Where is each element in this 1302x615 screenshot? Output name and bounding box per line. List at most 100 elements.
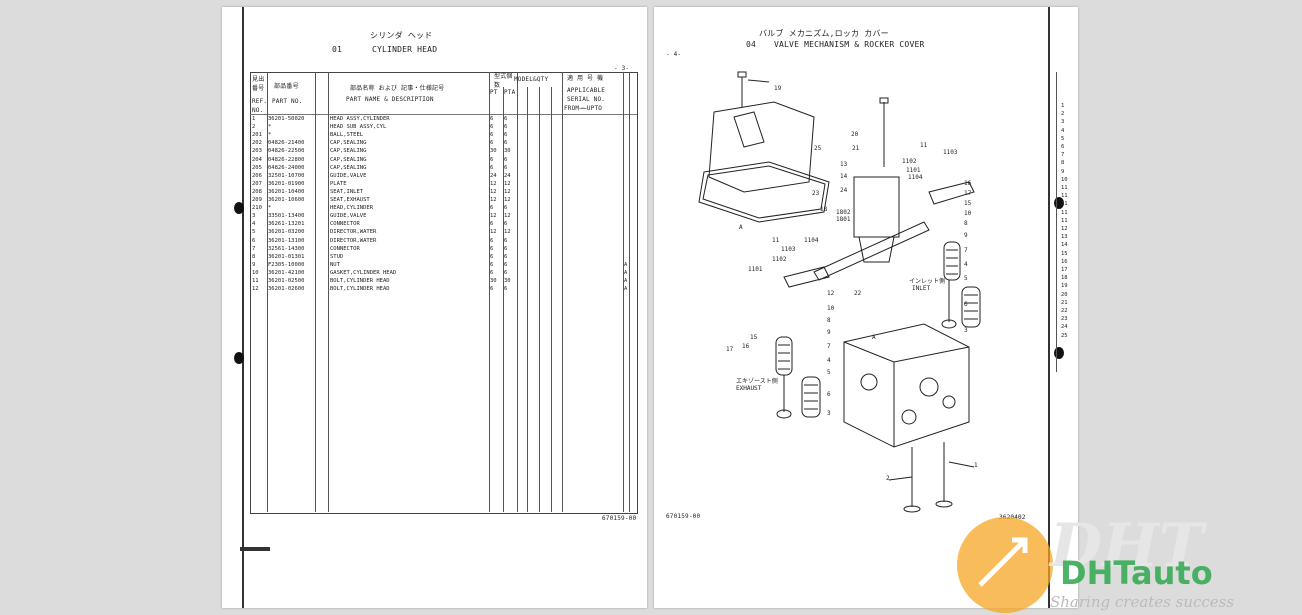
part-name-header-jp: 部品名称 および 記事・仕様記号 bbox=[350, 85, 445, 92]
callout-label: 23 bbox=[812, 190, 820, 197]
title-jp: シリンダ ヘッド bbox=[370, 31, 433, 40]
col-line bbox=[539, 87, 540, 512]
row-part-no: 04826-24000 bbox=[268, 164, 305, 171]
stub-number: 11 bbox=[1061, 201, 1068, 208]
row-part-name: HEAD,CYLINDER bbox=[330, 205, 374, 212]
row-part-name: HEAD ASSY,CYLINDER bbox=[330, 116, 390, 122]
row-qty-pt: 6 bbox=[490, 124, 494, 131]
row-ref-no: 202 bbox=[252, 140, 262, 147]
stub-number: 18 bbox=[1061, 275, 1068, 282]
row-ref-no: 207 bbox=[252, 180, 262, 187]
row-qty-pt: 6 bbox=[490, 253, 494, 260]
callout-label: 8 bbox=[827, 317, 831, 324]
cylinder-head-drawing bbox=[843, 323, 970, 448]
stub-number: 5 bbox=[1061, 135, 1065, 142]
callout-label: 1101 bbox=[748, 266, 763, 273]
row-ref-no: 206 bbox=[252, 172, 262, 179]
stub-number: 15 bbox=[1061, 250, 1068, 257]
stub-number: 11 bbox=[1061, 185, 1068, 192]
row-qty-pta: 30 bbox=[504, 278, 511, 284]
row-part-no: 36201-01301 bbox=[268, 253, 305, 260]
row-note: A bbox=[624, 278, 628, 284]
row-note: A bbox=[624, 269, 628, 276]
group-number: 04 bbox=[746, 40, 757, 49]
footer-code: 670159-00 bbox=[666, 513, 701, 520]
row-qty-pt: 6 bbox=[490, 286, 494, 293]
callout-label: 19 bbox=[774, 85, 782, 92]
callout-label: 11 bbox=[772, 237, 780, 244]
row-ref-no: 203 bbox=[252, 148, 262, 155]
row-qty-pt: 12 bbox=[490, 197, 497, 203]
stub-number: 11 bbox=[1061, 217, 1068, 224]
qty-header-jp: 型式個数 bbox=[494, 73, 513, 89]
row-part-no: 36201-10400 bbox=[268, 188, 305, 195]
row-part-name: PLATE bbox=[330, 180, 347, 187]
row-part-name: BOLT,CYLINDER HEAD bbox=[330, 278, 390, 284]
callout-label: 1104 bbox=[908, 174, 923, 181]
col-line bbox=[315, 72, 316, 512]
inlet-label: INLET bbox=[912, 285, 931, 292]
row-ref-no: 5 bbox=[252, 229, 256, 236]
callout-label: 1802 bbox=[836, 209, 851, 216]
model-qty-header: MODEL&QTY bbox=[514, 76, 549, 83]
callout-label: 6 bbox=[827, 391, 831, 398]
row-qty-pt: 6 bbox=[490, 221, 494, 228]
row-part-name: STUD bbox=[330, 253, 344, 260]
stub-number: 2 bbox=[1061, 111, 1065, 118]
row-ref-no: 12 bbox=[252, 286, 259, 293]
row-qty-pta: 6 bbox=[504, 205, 508, 212]
callout-label: 22 bbox=[854, 290, 862, 297]
scan-edge-line bbox=[1048, 7, 1050, 608]
row-ref-no: 10 bbox=[252, 269, 259, 276]
row-ref-no: 209 bbox=[252, 197, 262, 203]
callout-label: 18 bbox=[820, 206, 828, 213]
applicable-header-jp: 適 用 号 機 bbox=[567, 75, 604, 82]
title-jp: バルブ メカニズム,ロッカ カバー bbox=[759, 29, 889, 38]
row-qty-pta: 6 bbox=[504, 261, 508, 268]
row-qty-pt: 12 bbox=[490, 229, 497, 236]
stub-number: 12 bbox=[1061, 226, 1068, 233]
row-qty-pt: 6 bbox=[490, 132, 494, 139]
row-part-no: F2305-10000 bbox=[268, 261, 305, 268]
row-part-name: CAP,SEALING bbox=[330, 164, 367, 171]
callout-label: 4 bbox=[964, 261, 968, 268]
callout-label: 15 bbox=[964, 200, 972, 207]
row-part-no: * bbox=[268, 132, 272, 139]
row-part-name: CONNECTOR bbox=[330, 245, 360, 252]
row-part-name: NUT bbox=[330, 261, 340, 268]
row-ref-no: 2 bbox=[252, 124, 256, 131]
row-part-no: 04826-22800 bbox=[268, 156, 305, 163]
row-part-no: 36201-02600 bbox=[268, 286, 305, 293]
stub-number: 3 bbox=[1061, 119, 1065, 126]
callout-label: A bbox=[872, 334, 876, 341]
callout-label: 9 bbox=[964, 232, 968, 239]
row-part-no: 32561-14300 bbox=[268, 245, 305, 252]
part-no-header-en: PART NO. bbox=[272, 98, 303, 105]
stub-number: 13 bbox=[1061, 234, 1068, 241]
parts-table-frame bbox=[250, 72, 638, 514]
row-ref-no: 11 bbox=[252, 278, 259, 284]
callout-label: 5 bbox=[964, 275, 968, 282]
stub-number: 11 bbox=[1061, 209, 1068, 216]
stub-number: 22 bbox=[1061, 308, 1068, 315]
inlet-label-jp: インレット側 bbox=[909, 278, 946, 285]
row-ref-no: 7 bbox=[252, 245, 256, 252]
row-part-name: SEAT,INLET bbox=[330, 188, 364, 195]
row-qty-pt: 6 bbox=[490, 261, 494, 268]
stub-number: 19 bbox=[1061, 283, 1068, 290]
row-qty-pta: 6 bbox=[504, 221, 508, 228]
callout-label: 9 bbox=[827, 329, 831, 336]
row-ref-no: 204 bbox=[252, 156, 262, 163]
row-part-no: 04826-21400 bbox=[268, 140, 305, 147]
row-ref-no: 9 bbox=[252, 261, 256, 268]
row-ref-no: 8 bbox=[252, 253, 256, 260]
scan-edge-mark bbox=[240, 547, 270, 551]
